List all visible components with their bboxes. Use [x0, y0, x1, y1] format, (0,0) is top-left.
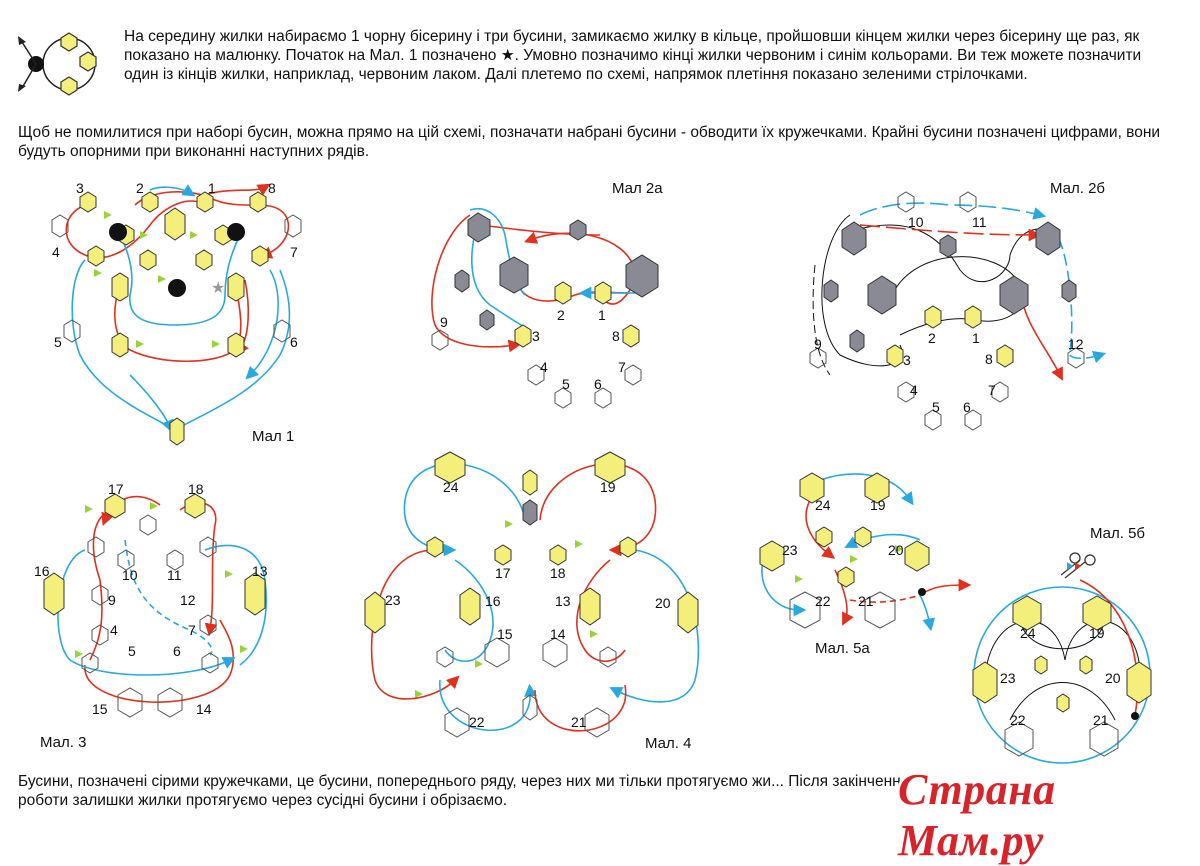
- fig2a-label-7: 7: [618, 359, 626, 375]
- fig3-label-14: 14: [196, 701, 212, 717]
- fig2b-label-5: 5: [932, 399, 940, 415]
- fig4-label-20: 20: [655, 595, 671, 611]
- fig4-label-23: 23: [385, 592, 401, 608]
- fig4-label-14: 14: [550, 626, 566, 642]
- fig2b-label-4: 4: [910, 382, 918, 398]
- fig4-label-13: 13: [555, 593, 571, 609]
- fig3-label-6: 6: [173, 643, 181, 659]
- fig4-label-19: 19: [600, 479, 616, 495]
- figure-4: 24 19 17 18 23 20 16 13 15 14 22 21 Мал.…: [364, 451, 700, 752]
- fig3-label-12: 12: [180, 592, 196, 608]
- fig3-label-5: 5: [128, 643, 136, 659]
- fig5b-caption: Мал. 5б: [1090, 525, 1145, 542]
- figure-5b: 24 19 23 20 22 21 Мал. 5б: [972, 525, 1152, 764]
- fig2a-label-4: 4: [540, 359, 548, 375]
- fig4-label-21: 21: [571, 714, 587, 730]
- fig1-label-8: 8: [268, 180, 276, 196]
- fig2b-label-6: 6: [963, 399, 971, 415]
- fig3-label-7: 7: [188, 622, 196, 638]
- fig1-label-4: 4: [52, 244, 60, 260]
- fig1-label-1: 1: [208, 180, 216, 196]
- fig1-label-6: 6: [290, 334, 298, 350]
- start-ring-icon: [18, 32, 97, 96]
- hint-paragraph: Щоб не помилитися при наборі бусин, можн…: [18, 124, 1161, 160]
- fig2b-label-12: 12: [1068, 336, 1084, 352]
- svg-text:★: ★: [211, 280, 225, 297]
- fig3-caption: Мал. 3: [40, 734, 86, 751]
- fig3-label-4: 4: [110, 622, 118, 638]
- figure-3: 17 18 16 13 10 11 9 12 4 7 5 6 15 14 Мал…: [34, 481, 268, 751]
- fig1-label-3: 3: [76, 180, 84, 196]
- fig2a-label-3: 3: [532, 328, 540, 344]
- figure-5a: 24 19 23 20 22 21 Мал. 5а: [759, 472, 972, 657]
- fig5a-label-22: 22: [815, 593, 831, 609]
- fig2a-label-1: 1: [598, 307, 606, 323]
- fig2b-label-8: 8: [985, 351, 993, 367]
- fig2b-label-2: 2: [928, 330, 936, 346]
- fig2a-label-5: 5: [562, 376, 570, 392]
- site-logo: Страна Мам.ру: [898, 765, 1056, 865]
- fig2b-caption: Мал. 2б: [1050, 180, 1105, 197]
- fig4-label-18: 18: [550, 565, 566, 581]
- fig3-label-18: 18: [188, 481, 204, 497]
- fig5a-caption: Мал. 5а: [815, 640, 870, 657]
- fig2b-label-3: 3: [903, 352, 911, 368]
- fig1-label-5: 5: [54, 334, 62, 350]
- fig5b-label-21: 21: [1093, 712, 1109, 728]
- fig2a-label-2: 2: [557, 307, 565, 323]
- footer-paragraph: Бусини, позначені сірими кружечками, це …: [18, 773, 910, 809]
- fig2b-label-7: 7: [988, 382, 996, 398]
- fig5b-label-24: 24: [1020, 625, 1036, 641]
- fig3-label-11: 11: [167, 567, 182, 583]
- fig5b-label-19: 19: [1089, 625, 1105, 641]
- fig3-label-15: 15: [92, 701, 108, 717]
- fig2a-label-6: 6: [594, 376, 602, 392]
- fig2b-label-10: 10: [908, 214, 924, 230]
- fig4-label-15: 15: [497, 626, 513, 642]
- fig2a-caption: Мал 2а: [612, 180, 663, 197]
- fig3-label-9: 9: [108, 592, 116, 608]
- intro-paragraph: На середину жилки набираємо 1 чорну бісе…: [124, 28, 1142, 83]
- fig5b-label-23: 23: [1000, 670, 1016, 686]
- figure-1: ★ 3 2 1 8 4 7 5 6 Мал 1: [51, 180, 302, 446]
- fig1-caption: Мал 1: [252, 428, 294, 445]
- fig4-label-22: 22: [469, 714, 485, 730]
- fig5a-label-19: 19: [870, 497, 886, 513]
- figure-2a: 1 2 3 4 5 6 7 8 9 Мал 2а: [431, 180, 663, 409]
- fig5a-label-24: 24: [815, 497, 831, 513]
- fig3-label-16: 16: [34, 563, 50, 579]
- fig5a-label-20: 20: [888, 542, 904, 558]
- fig3-label-13: 13: [252, 563, 268, 579]
- fig5b-label-22: 22: [1010, 712, 1026, 728]
- fig4-label-17: 17: [495, 565, 511, 581]
- fig2b-label-9: 9: [814, 336, 822, 352]
- fig5b-label-20: 20: [1105, 670, 1121, 686]
- fig2a-label-9: 9: [440, 314, 448, 330]
- fig3-label-10: 10: [122, 567, 138, 583]
- fig4-caption: Мал. 4: [645, 735, 691, 752]
- fig2b-label-1: 1: [972, 330, 980, 346]
- fig4-label-24: 24: [443, 479, 459, 495]
- figure-2b: 1 2 3 4 5 6 7 8 9 10 11 12 Мал. 2б: [809, 180, 1107, 431]
- fig5a-label-21: 21: [858, 593, 874, 609]
- fig2a-label-8: 8: [612, 328, 620, 344]
- fig5a-label-23: 23: [782, 542, 798, 558]
- fig2b-label-11: 11: [972, 214, 987, 230]
- fig1-label-7: 7: [290, 244, 298, 260]
- fig3-label-17: 17: [108, 481, 124, 497]
- fig1-label-2: 2: [136, 180, 144, 196]
- fig4-label-16: 16: [485, 593, 501, 609]
